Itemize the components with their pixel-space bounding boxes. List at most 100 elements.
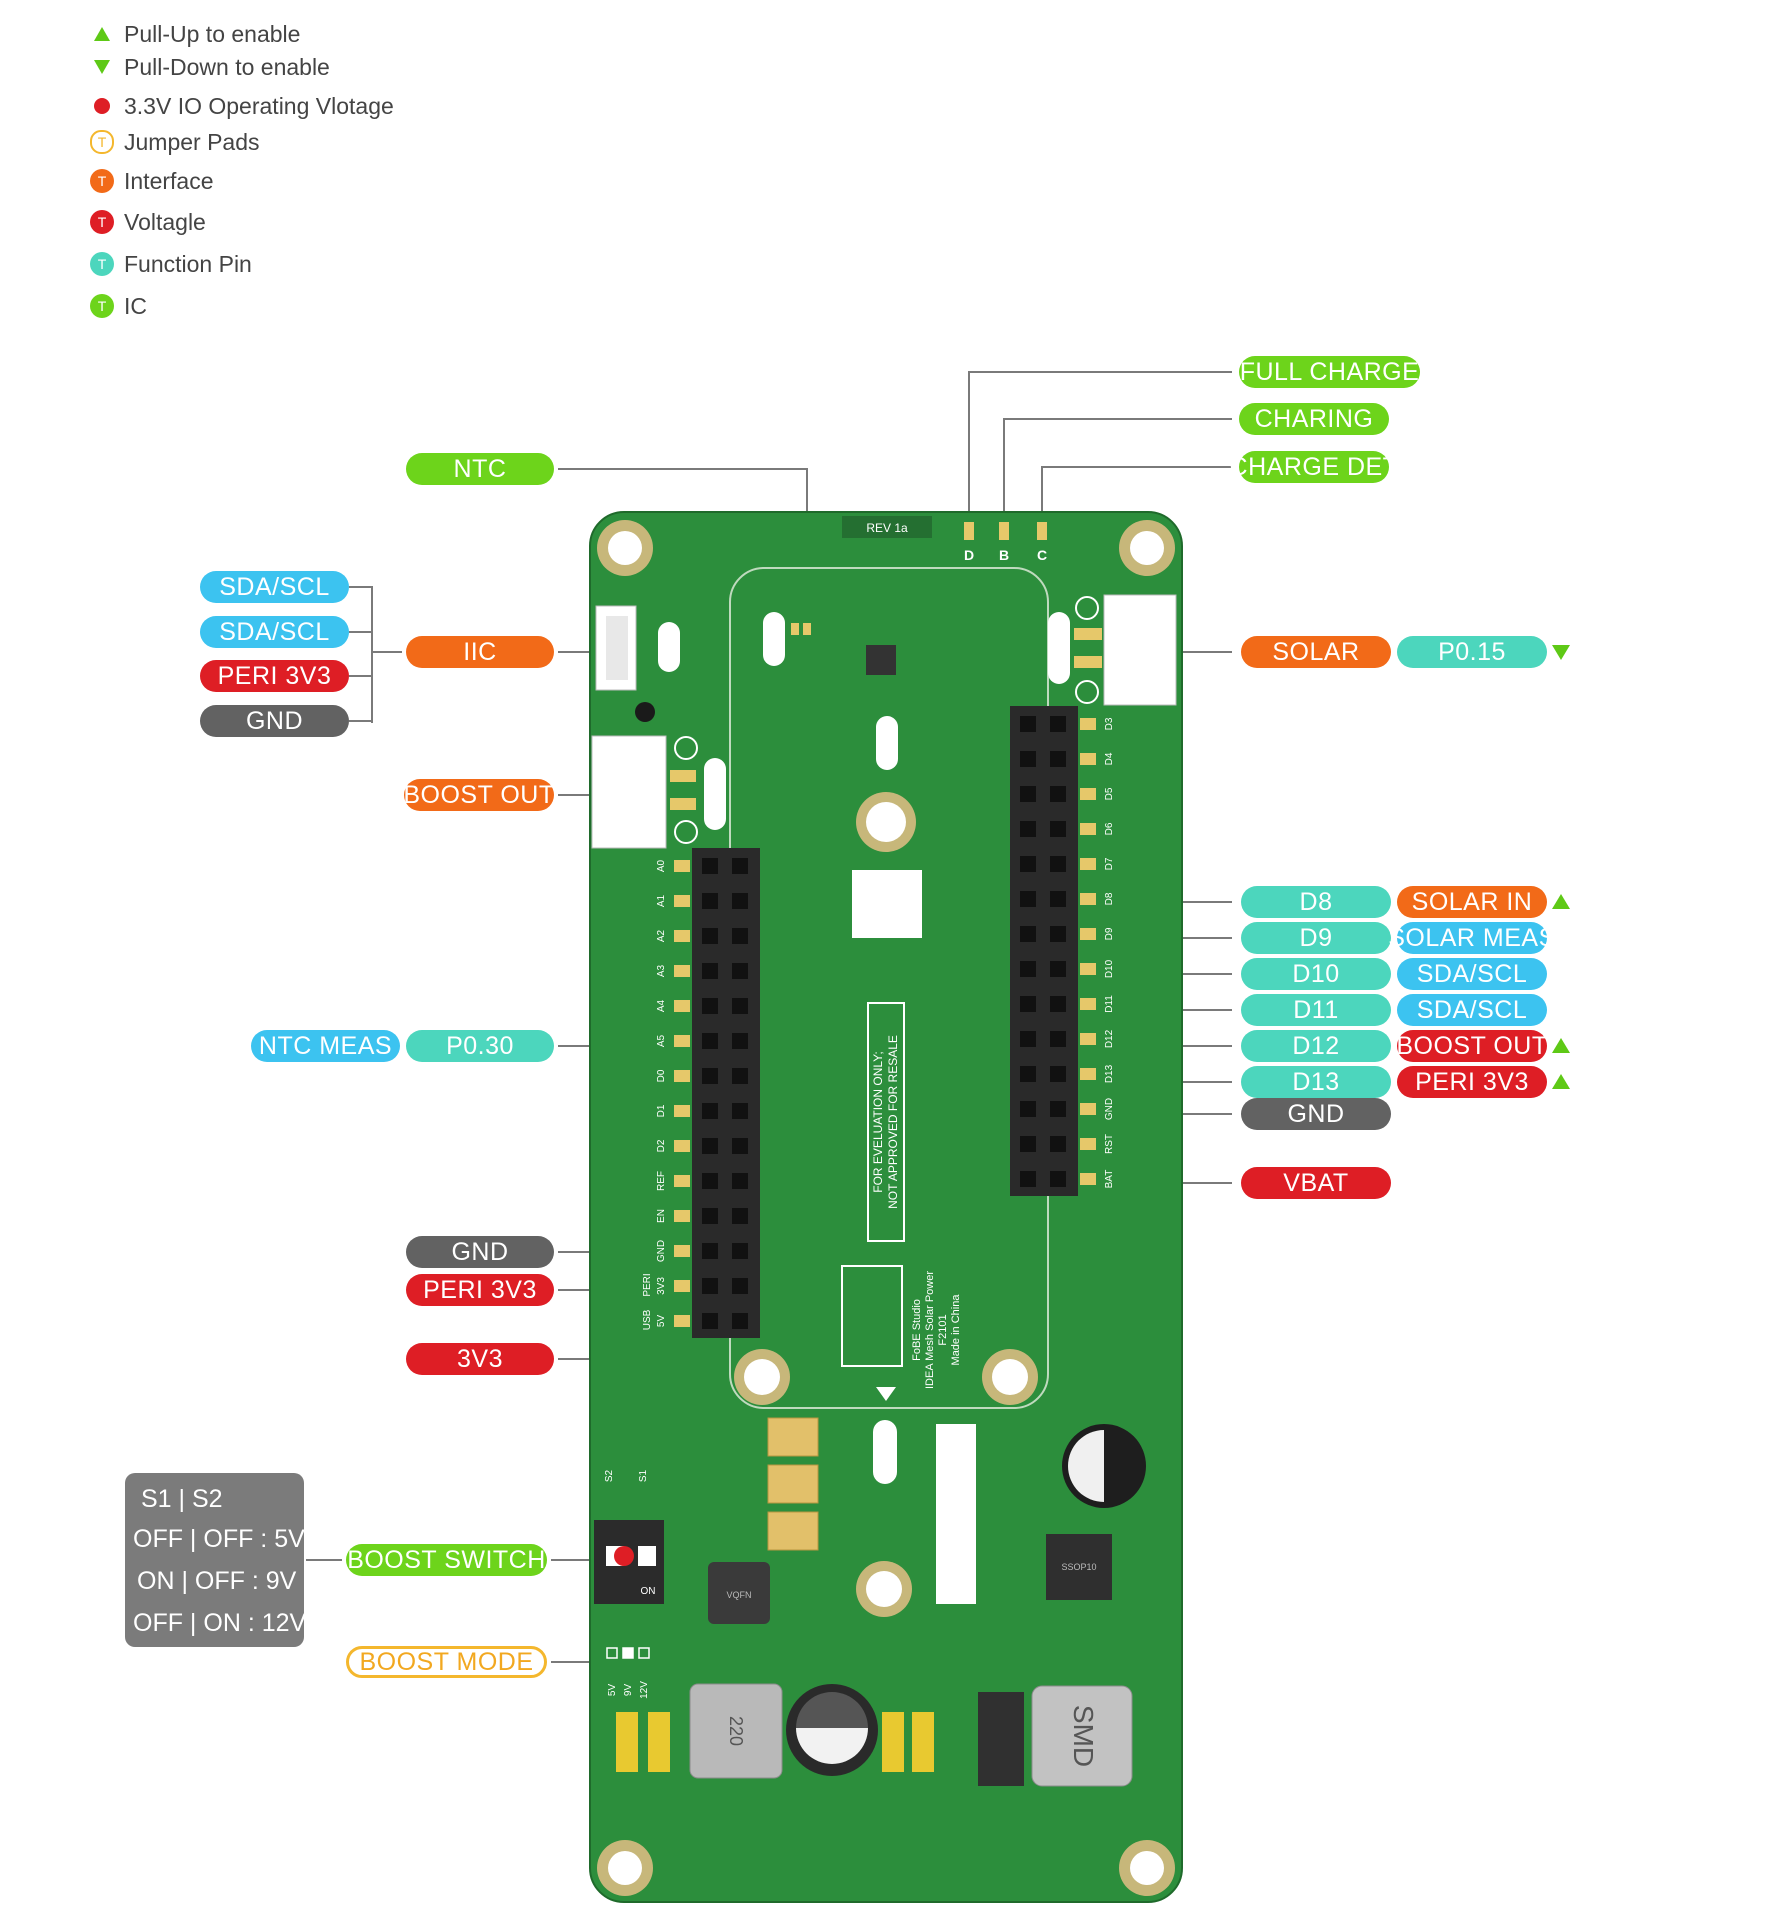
header-pin	[732, 998, 748, 1014]
header-pin	[1020, 1031, 1036, 1047]
qfn-label: VQFN	[726, 1590, 751, 1600]
header-pin	[702, 1068, 718, 1084]
pin-silk-label: EN	[656, 1209, 667, 1223]
header-pin	[1020, 751, 1036, 767]
switch-s1-silk: S1	[638, 1469, 649, 1482]
header-pin	[1020, 1136, 1036, 1152]
legend-label: Interface	[124, 167, 214, 194]
eval-line2: NOT APPROVED FOR RESALE	[886, 1035, 900, 1209]
pin-silk-label: A0	[656, 859, 667, 872]
header-pin	[1020, 1101, 1036, 1117]
header-pin	[1020, 786, 1036, 802]
header-pin	[702, 1243, 718, 1259]
iic-silk: IIC	[661, 639, 676, 656]
solder-pad	[1080, 1173, 1096, 1185]
label-iic-gnd: GND	[200, 705, 349, 737]
header-pin	[702, 1278, 718, 1294]
header-pin	[702, 963, 718, 979]
inductor-220	[689, 1683, 783, 1779]
header-pin	[1050, 1171, 1066, 1187]
cap-2	[767, 1464, 819, 1504]
quill-silk: Quill	[876, 1436, 892, 1467]
cap-1	[767, 1417, 819, 1457]
boost-connector	[591, 735, 667, 849]
leader-line	[1003, 418, 1232, 525]
solder-pad	[674, 1000, 690, 1012]
header-pin	[702, 1313, 718, 1329]
maker-line: IDEA Mesh Solar Power	[924, 1271, 936, 1389]
label-pin-d10: D10	[1241, 958, 1391, 990]
solder-pad	[1080, 893, 1096, 905]
label-ntc-meas: NTC MEAS	[251, 1030, 400, 1062]
solder-pad	[1080, 788, 1096, 800]
legend-item: Pull-Up to enable	[90, 20, 300, 48]
status-led	[999, 522, 1009, 540]
pcb-board: IIC NTC BMS SOLAR BOOST	[589, 511, 1183, 1903]
header-pin	[702, 858, 718, 874]
header-pin	[732, 1033, 748, 1049]
header-pin	[732, 928, 748, 944]
status-led-label: C	[1037, 547, 1047, 563]
label-peri-left: PERI 3V3	[406, 1274, 554, 1306]
white-pad	[852, 870, 922, 938]
status-led	[1037, 522, 1047, 540]
switch-table-header: S1 | S2	[141, 1485, 223, 1513]
label-charge-det: CHARGE DET	[1230, 451, 1398, 483]
solder-pad	[1080, 1068, 1096, 1080]
solder-pad	[674, 1210, 690, 1222]
header-pin	[732, 963, 748, 979]
header-pin	[732, 1068, 748, 1084]
solder-pad	[1080, 718, 1096, 730]
solder-pad	[674, 1280, 690, 1292]
label-pin-d8: D8	[1241, 886, 1391, 918]
solder-pad	[674, 895, 690, 907]
switch-indicator-dot	[614, 1546, 634, 1566]
solder-pad	[674, 1315, 690, 1327]
pull-down-icon	[90, 55, 114, 79]
label-boost-out: BOOST OUT	[403, 779, 554, 811]
qfn-chip	[708, 1562, 770, 1624]
pin-silk-label: D7	[1104, 857, 1115, 870]
solder-pad	[1080, 928, 1096, 940]
header-pin	[702, 1033, 718, 1049]
label-vbat: VBAT	[1241, 1167, 1391, 1199]
header-pin	[732, 1138, 748, 1154]
legend-label: 3.3V IO Operating Vlotage	[124, 92, 394, 119]
boost-mode-pad	[638, 1647, 650, 1659]
header-pin	[1050, 961, 1066, 977]
label-gnd-left: GND	[406, 1236, 554, 1268]
header-pin	[1020, 961, 1036, 977]
solder-pad	[1080, 858, 1096, 870]
pin-silk-label: D12	[1104, 1029, 1115, 1048]
label-full-charge: FULL CHARGE	[1239, 356, 1420, 388]
leader-line	[968, 371, 1232, 525]
label-pin-d11: D11	[1241, 994, 1391, 1026]
pull-up-indicator-d13	[1552, 1074, 1570, 1089]
switch-table-row-2: ON | OFF : 9V	[137, 1567, 297, 1595]
status-led-label: B	[999, 547, 1009, 563]
solder-pad	[1080, 998, 1096, 1010]
header-pin	[732, 1208, 748, 1224]
header-pin	[1020, 891, 1036, 907]
inductor-220-label: 220	[726, 1716, 746, 1746]
pull-down-indicator-p015	[1552, 645, 1570, 660]
pin-silk-label: D9	[1104, 927, 1115, 940]
solder-pad	[674, 1175, 690, 1187]
header-pin	[1050, 996, 1066, 1012]
pin-silk-label: 5V	[656, 1315, 667, 1328]
solar-silk: SOLAR	[1051, 625, 1066, 671]
pin-silk-label: D1	[656, 1104, 667, 1117]
diode-block	[978, 1692, 1024, 1786]
pin-silk-label: REF	[656, 1171, 667, 1191]
solder-pad	[674, 1245, 690, 1257]
label-pin-d9: D9	[1241, 922, 1391, 954]
legend-label: Function Pin	[124, 250, 252, 277]
pin-silk-label: D4	[1104, 752, 1115, 765]
label-3v3: 3V3	[406, 1343, 554, 1375]
